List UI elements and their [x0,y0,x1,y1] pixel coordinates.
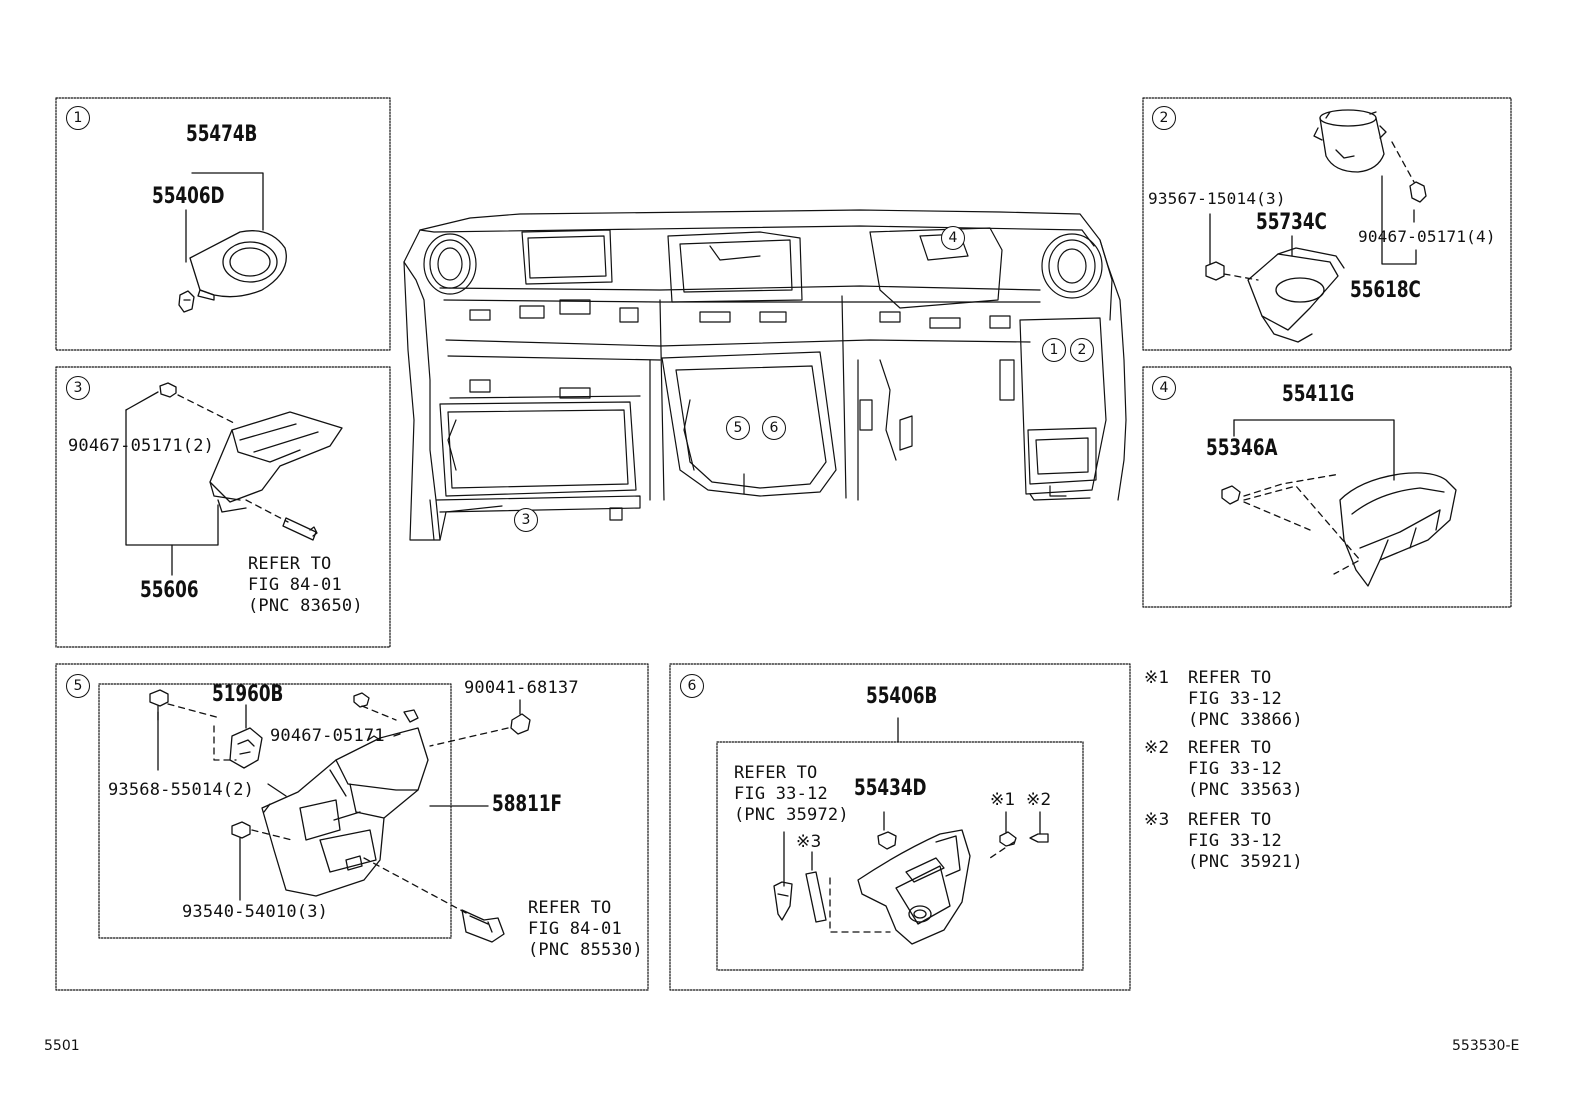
panel-6-subframe [716,741,1084,971]
note-2-mark: ※2 [1144,738,1170,758]
part-number-51960b[interactable]: 51960B [212,682,284,707]
part-number-55406d[interactable]: 55406D [152,184,225,209]
note-1-line-3: (PNC 33866) [1188,710,1303,730]
panel-3-frame [55,366,391,648]
note-2-line-3: (PNC 33563) [1188,780,1303,800]
main-callout-1: 1 [1042,338,1066,362]
note-1-mark: ※1 [1144,668,1170,688]
panel-3-drawing [125,382,343,576]
panel-3-refer-line-2[interactable]: FIG 84-01 [248,575,342,595]
note-2-line-1: REFER TO [1188,738,1272,758]
part-number-55474b[interactable]: 55474B [186,122,258,147]
panel-6-refer-line-2[interactable]: FIG 33-12 [734,784,828,804]
panel-2-frame [1142,97,1512,351]
panel-5-number-circle: 5 [66,674,90,698]
panel-1-number-circle: 1 [66,106,90,130]
panel-6-refer-line-3: (PNC 35972) [734,805,849,825]
note-mark-2-in-panel: ※2 [1026,790,1052,810]
panel-4-drawing [1221,419,1457,587]
note-mark-1-in-panel: ※1 [990,790,1016,810]
part-number-55734c[interactable]: 55734C [1256,210,1327,235]
main-callout-5: 5 [726,416,750,440]
part-number-93540-54010-3[interactable]: 93540-54010(3) [182,902,329,922]
note-2-line-2[interactable]: FIG 33-12 [1188,759,1282,779]
panel-5-frame [55,663,649,991]
footer-figure-code-left: 5501 [44,1038,80,1054]
note-mark-3-in-panel: ※3 [796,832,822,852]
panel-4-number-circle: 4 [1152,376,1176,400]
panel-1-drawing [178,172,287,313]
main-callout-2: 2 [1070,338,1094,362]
part-number-90467-05171[interactable]: 90467-05171 [270,726,385,746]
footer-figure-code-right: 553530-E [1452,1038,1520,1054]
note-1-line-2[interactable]: FIG 33-12 [1188,689,1282,709]
panel-6-frame [669,663,1131,991]
note-3-line-3: (PNC 35921) [1188,852,1303,872]
panel-6-drawing [773,717,1049,945]
panel-2-drawing [1205,109,1427,343]
part-number-55346a[interactable]: 55346A [1206,436,1278,461]
panel-2-number-circle: 2 [1152,106,1176,130]
panel-3-refer-line-1: REFER TO [248,554,332,574]
main-callout-3: 3 [514,508,538,532]
part-number-55411g[interactable]: 55411G [1282,382,1355,407]
main-callout-6: 6 [762,416,786,440]
panel-5-refer-line-2[interactable]: FIG 84-01 [528,919,622,939]
part-number-58811f[interactable]: 58811F [492,792,563,817]
panel-5-refer-line-3: (PNC 85530) [528,940,643,960]
part-number-55606[interactable]: 55606 [140,578,199,603]
note-3-line-2[interactable]: FIG 33-12 [1188,831,1282,851]
part-number-55406b[interactable]: 55406B [866,684,938,709]
panel-3-refer-line-3: (PNC 83650) [248,596,363,616]
part-number-90467-05171-4[interactable]: 90467-05171(4) [1358,227,1496,246]
part-number-90041-68137[interactable]: 90041-68137 [464,678,579,698]
part-number-93568-55014-2[interactable]: 93568-55014(2) [108,780,255,800]
part-number-55434d[interactable]: 55434D [854,776,927,801]
panel-5-refer-line-1: REFER TO [528,898,612,918]
main-callout-4: 4 [941,226,965,250]
panel-1-frame [55,97,391,351]
instrument-panel-assembly [403,209,1127,541]
part-number-90467-05171-2[interactable]: 90467-05171(2) [68,436,215,456]
note-3-line-1: REFER TO [1188,810,1272,830]
panel-3-number-circle: 3 [66,376,90,400]
panel-4-frame [1142,366,1512,608]
note-1-line-1: REFER TO [1188,668,1272,688]
part-number-55618c[interactable]: 55618C [1350,278,1421,303]
panel-5-subframe [98,683,452,939]
panel-frames [55,97,1512,991]
panel-5-drawing [149,689,531,943]
part-number-93567-15014-3[interactable]: 93567-15014(3) [1148,189,1286,208]
note-3-mark: ※3 [1144,810,1170,830]
panel-6-refer-line-1: REFER TO [734,763,818,783]
panel-6-number-circle: 6 [680,674,704,698]
